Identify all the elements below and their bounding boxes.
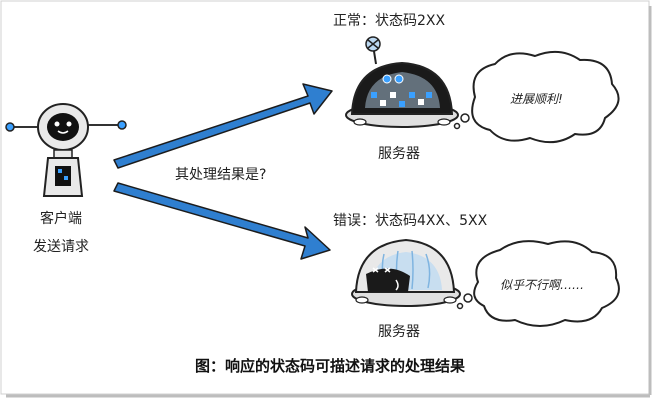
error-server-robot-icon	[351, 238, 461, 307]
error-server-label: 服务器	[378, 324, 420, 340]
figure-caption: 图：响应的状态码可描述请求的处理结果	[194, 357, 465, 375]
normal-response-arrow	[113, 83, 333, 169]
client-label-2: 发送请求	[33, 239, 89, 255]
client-robot-icon	[5, 103, 127, 197]
speech-bubble-icon	[453, 50, 620, 144]
normal-server-robot-icon	[345, 36, 459, 128]
error-bubble-text: 似乎不行啊……	[500, 278, 585, 292]
client-label-1: 客户端	[40, 211, 82, 227]
normal-server-label: 服务器	[378, 146, 420, 162]
error-status-title: 错误：状态码4XX、5XX	[333, 213, 488, 229]
normal-status-title: 正常：状态码2XX	[333, 13, 446, 29]
error-response-arrow	[113, 182, 331, 260]
normal-bubble-text: 进展顺利!	[510, 92, 563, 106]
speech-bubble-icon	[456, 240, 620, 327]
question-label: 其处理结果是?	[175, 167, 267, 183]
